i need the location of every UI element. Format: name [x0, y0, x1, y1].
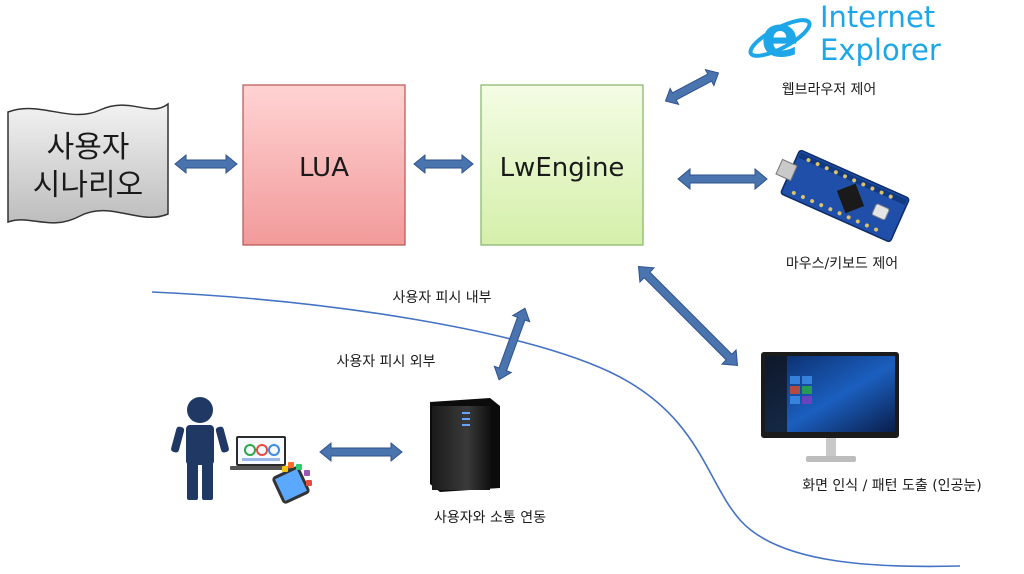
arduino-caption: 마우스/키보드 제어	[786, 256, 898, 272]
internet-explorer-logo: e Internet Explorer	[748, 0, 941, 70]
monitor-icon	[761, 352, 899, 462]
arrow-lwengine-ie	[664, 68, 720, 106]
arrow-scenario-lua	[174, 153, 238, 175]
lwengine-label: LwEngine	[500, 153, 625, 183]
user-person-icon	[171, 397, 229, 500]
lua-box: LUA	[242, 84, 406, 246]
label-pc-outside: 사용자 피시 외부	[336, 354, 435, 370]
svg-text:e: e	[761, 5, 799, 70]
monitor-caption: 화면 인식 / 패턴 도출 (인공눈)	[802, 478, 982, 494]
smartphone-apps-icon	[272, 462, 312, 504]
arduino-board-icon	[775, 149, 910, 243]
ie-word-internet: Internet	[820, 0, 935, 34]
server-caption: 사용자와 소통 연동	[434, 510, 546, 526]
lua-label: LUA	[299, 153, 349, 183]
ie-caption: 웹브라우저 제어	[782, 82, 877, 98]
scenario-line1: 사용자	[47, 130, 130, 165]
ie-word-explorer: Explorer	[820, 33, 941, 67]
arrow-lua-lwengine	[413, 153, 474, 175]
laptop-dashboard-icon	[230, 436, 292, 470]
scenario-line2: 시나리오	[33, 168, 143, 203]
pc-boundary-line	[151, 291, 961, 568]
server-tower-icon	[430, 398, 500, 492]
label-pc-inside: 사용자 피시 내부	[392, 290, 491, 306]
arrow-server-lwengine	[493, 307, 531, 381]
arrow-lwengine-arduino	[677, 167, 768, 191]
arrow-lwengine-monitor	[637, 265, 739, 367]
scenario-document: 사용자 시나리오	[7, 102, 169, 224]
arrow-user-server	[319, 441, 403, 463]
lwengine-box: LwEngine	[480, 84, 644, 246]
